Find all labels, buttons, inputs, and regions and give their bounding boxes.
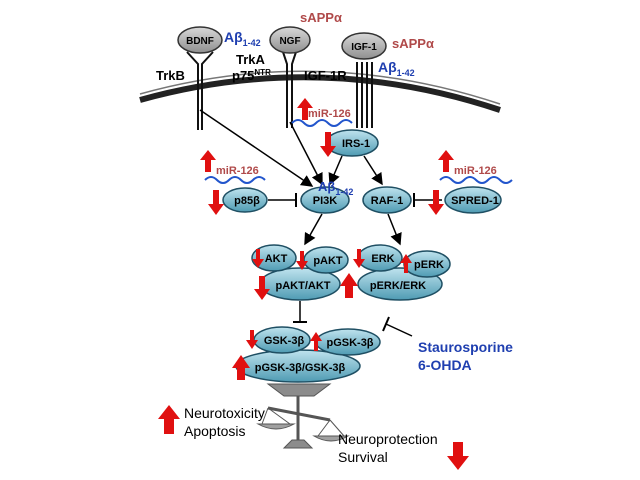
mir126-label-a: miR-126 bbox=[308, 108, 351, 120]
down-arrow-p85b bbox=[208, 190, 224, 215]
neuroprotection-label: Neuroprotection bbox=[338, 431, 438, 447]
survival-label: Survival bbox=[338, 449, 388, 465]
perk-erk-label: pERK/ERK bbox=[370, 280, 426, 292]
down-arrow-pakt-akt bbox=[254, 276, 270, 300]
spred1-label: SPRED-1 bbox=[451, 195, 499, 207]
raf1-node bbox=[362, 186, 412, 214]
up-arrow-perk bbox=[400, 254, 412, 273]
down-arrow-erk bbox=[353, 249, 365, 268]
pi3k-label: PI3K bbox=[313, 195, 338, 207]
raf1-label: RAF-1 bbox=[371, 195, 403, 207]
sapp-right: sAPPα bbox=[392, 36, 434, 51]
up-arrow-mir126-a bbox=[297, 98, 313, 120]
igf1r-receptor bbox=[356, 62, 373, 128]
down-arrow-pakt bbox=[296, 251, 308, 270]
erk-label: ERK bbox=[371, 253, 394, 265]
down-arrow-spred1 bbox=[428, 190, 444, 215]
apoptosis-label: Apoptosis bbox=[184, 423, 245, 439]
pi3k-node bbox=[300, 186, 350, 214]
irs1-label: IRS-1 bbox=[342, 138, 370, 150]
abeta-igf: Aβ1-42 bbox=[378, 59, 415, 78]
gsk3b-label: GSK-3β bbox=[264, 335, 305, 347]
up-arrow-mir126-c bbox=[438, 150, 454, 172]
ohda-label: 6-OHDA bbox=[418, 357, 472, 373]
abeta-top: Aβ1-42 bbox=[224, 29, 261, 48]
bdnf-ligand bbox=[177, 26, 223, 54]
akt-node bbox=[251, 244, 297, 272]
cell-membrane bbox=[139, 74, 501, 113]
pakt-akt-label: pAKT/AKT bbox=[276, 280, 331, 292]
pgsk3b-label: pGSK-3β bbox=[326, 337, 373, 349]
mir126-label-b: miR-126 bbox=[216, 165, 259, 177]
up-arrow-perk-erk bbox=[340, 273, 358, 298]
down-arrow-neuroprotection bbox=[447, 442, 469, 470]
balance-scale-icon bbox=[256, 396, 350, 449]
p85b-node bbox=[222, 187, 268, 213]
ngf-ligand bbox=[269, 26, 311, 54]
trkb-receptor bbox=[186, 51, 214, 130]
neurotoxicity-label: Neurotoxicity bbox=[184, 405, 265, 421]
p85b-label: p85β bbox=[234, 195, 260, 207]
pgsk-ratio-label: pGSK-3β/GSK-3β bbox=[255, 362, 346, 374]
mir126-wave-b bbox=[204, 176, 266, 184]
outcome-arrow bbox=[266, 383, 332, 397]
down-arrow-irs1 bbox=[320, 132, 336, 157]
sapp-top: sAPPα bbox=[300, 10, 342, 25]
ngf-label: NGF bbox=[279, 36, 300, 47]
trka-receptor bbox=[282, 51, 297, 128]
trkb-label: TrkB bbox=[156, 68, 185, 83]
staurosporine-label: Staurosporine bbox=[418, 339, 513, 355]
akt-label: AKT bbox=[265, 253, 288, 265]
up-arrow-mir126-b bbox=[200, 150, 216, 172]
mir126-wave-c bbox=[439, 176, 513, 184]
igf1-label: IGF-1 bbox=[351, 42, 377, 53]
up-arrow-pgsk-ratio bbox=[232, 355, 250, 380]
pakt-label: pAKT bbox=[313, 255, 343, 267]
p75-label: p75NTR bbox=[232, 68, 271, 83]
trka-label: TrkA bbox=[236, 52, 266, 67]
mir126-label-c: miR-126 bbox=[454, 165, 497, 177]
down-arrow-gsk3b bbox=[246, 330, 258, 349]
igf1r-label: IGF-1R bbox=[304, 68, 347, 83]
down-arrow-akt bbox=[252, 249, 264, 268]
bdnf-label: BDNF bbox=[186, 36, 214, 47]
igf1-ligand bbox=[341, 32, 387, 60]
up-arrow-pgsk3b bbox=[310, 332, 322, 351]
mir126-wave-a bbox=[291, 119, 353, 127]
spred1-node bbox=[444, 186, 502, 214]
perk-label: pERK bbox=[414, 259, 444, 271]
abeta-pi3k: Aβ1-42 bbox=[318, 179, 353, 197]
up-arrow-neurotoxicity bbox=[158, 405, 180, 434]
